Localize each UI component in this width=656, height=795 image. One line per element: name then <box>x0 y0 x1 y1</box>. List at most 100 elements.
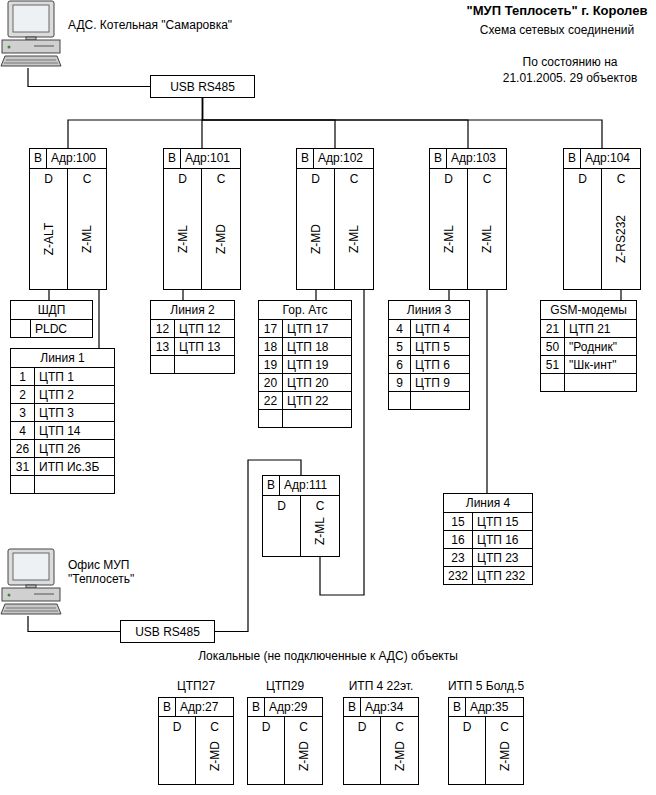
object-number: 13 <box>156 340 169 354</box>
computer-icon <box>0 0 62 68</box>
interface-slot: D <box>564 168 602 289</box>
object-number: 5 <box>396 340 403 354</box>
object-name: ЦТП 5 <box>415 340 450 354</box>
object-number: 26 <box>16 442 29 456</box>
controller-box: BАдр:102DZ-MDCZ-ML <box>296 148 374 290</box>
name-cell <box>565 374 636 391</box>
table-row: 12ЦТП 12 <box>151 319 234 337</box>
number-cell: 1 <box>11 368 35 385</box>
number-cell <box>389 392 411 409</box>
connector-line <box>203 98 336 148</box>
interface-slot: CZ-ML <box>335 168 373 289</box>
object-name: ЦТП 3 <box>39 406 74 420</box>
table-header-row: Линия 2 <box>151 301 234 319</box>
number-cell: 16 <box>444 531 473 548</box>
slot-letter: D <box>358 720 367 734</box>
object-table: Линия 3 4 ЦТП 4 5 ЦТП 56ЦТП 6 9 ЦТП 9 <box>388 300 470 410</box>
object-number: 6 <box>396 358 403 372</box>
connector-line <box>68 98 203 148</box>
name-cell: ЦТП 2 <box>35 386 114 403</box>
connector-line <box>620 289 621 300</box>
slot-letter: D <box>178 172 187 186</box>
table-header-row: Гор. Атс <box>259 301 351 319</box>
object-name: ЦТП 19 <box>287 358 329 372</box>
object-name: ЦТП 18 <box>287 340 329 354</box>
name-cell: ЦТП 26 <box>35 440 114 457</box>
workstation: Офис МУП "Теплосеть" <box>0 548 62 616</box>
name-cell: ЦТП 20 <box>283 374 351 391</box>
name-cell: "Шк-инт" <box>565 356 636 373</box>
number-cell: 20 <box>259 374 283 391</box>
table-row: 22ЦТП 22 <box>259 391 351 409</box>
object-number: 18 <box>264 340 277 354</box>
object-table: Линия 11ЦТП 12ЦТП 23ЦТП 34ЦТП 1426ЦТП 26… <box>10 348 115 494</box>
name-cell <box>175 356 234 373</box>
table-row: 50"Родник" <box>541 337 636 355</box>
name-cell: ЦТП 4 <box>411 320 469 337</box>
interface-slot: D <box>344 716 381 784</box>
table-row: 26 ЦТП 26 <box>11 439 114 457</box>
object-number: 31 <box>16 460 29 474</box>
object-number: 12 <box>156 322 169 336</box>
table-row: 6ЦТП 6 <box>389 355 469 373</box>
object-name: "Шк-инт" <box>569 358 617 372</box>
table-header: Гор. Атс <box>283 303 328 317</box>
table-row: 9 ЦТП 9 <box>389 373 469 391</box>
table-row: 20 ЦТП 20 <box>259 373 351 391</box>
object-number: 232 <box>448 569 468 583</box>
object-number: 3 <box>19 406 26 420</box>
address-label: Адр:102 <box>318 151 363 165</box>
table-row: 232ЦТП 232 <box>444 566 532 584</box>
connector-line <box>28 68 150 87</box>
module-type: Z-ML <box>347 225 361 253</box>
object-name: ЦТП 22 <box>287 394 329 408</box>
table-header: ШДП <box>38 303 66 317</box>
header-divider <box>465 698 466 716</box>
object-table: ШДПPLDC <box>10 300 93 338</box>
object-name: "Родник" <box>569 340 617 354</box>
name-cell: ЦТП 1 <box>35 368 114 385</box>
number-cell: 2 <box>11 386 35 403</box>
number-cell: 21 <box>541 320 565 337</box>
table-row: 4 ЦТП 4 <box>389 319 469 337</box>
object-number: 21 <box>546 322 559 336</box>
object-number: 4 <box>396 322 403 336</box>
board-letter: B <box>568 151 576 165</box>
board-letter: B <box>434 151 442 165</box>
table-row: 51 "Шк-инт" <box>541 355 636 373</box>
object-caption: ЦТП27 <box>177 679 215 693</box>
object-number: 9 <box>396 376 403 390</box>
slot-letter: D <box>173 720 182 734</box>
number-cell: 31 <box>11 458 35 475</box>
address-label: Адр:27 <box>180 700 218 714</box>
workstation-label: Офис МУП "Теплосеть" <box>68 558 153 586</box>
object-number: 15 <box>451 515 464 529</box>
table-row: 15ЦТП 15 <box>444 512 532 530</box>
object-name: ЦТП 13 <box>179 340 221 354</box>
module-type: Z-ML <box>442 225 456 253</box>
slot-letter: C <box>210 720 219 734</box>
object-name: ЦТП 4 <box>415 322 450 336</box>
object-caption: ИТП 5 Болд.5 <box>448 679 524 693</box>
address-label: Адр:35 <box>470 700 508 714</box>
interface-slot: CZ-ML <box>468 168 506 289</box>
address-label: Адр:103 <box>451 151 496 165</box>
number-cell: 5 <box>389 338 411 355</box>
name-cell: ЦТП 3 <box>35 404 114 421</box>
number-cell: 51 <box>541 356 565 373</box>
board-letter: B <box>34 151 42 165</box>
table-row: 4ЦТП 14 <box>11 421 114 439</box>
interface-slot: DZ-ALT <box>30 168 68 289</box>
object-name: ЦТП 9 <box>415 376 450 390</box>
address-label: Адр:111 <box>284 478 327 492</box>
object-name: ЦТП 20 <box>287 376 329 390</box>
table-row <box>541 373 636 391</box>
table-header-row: Линия 3 <box>389 301 469 319</box>
table-row <box>11 475 114 493</box>
object-table: GSM-модемы21ЦТП 2150"Родник"51"Шк-инт" <box>540 300 637 392</box>
board-letter: B <box>267 478 275 492</box>
number-cell <box>151 356 175 373</box>
number-cell: 9 <box>389 374 411 391</box>
table-row <box>151 355 234 373</box>
